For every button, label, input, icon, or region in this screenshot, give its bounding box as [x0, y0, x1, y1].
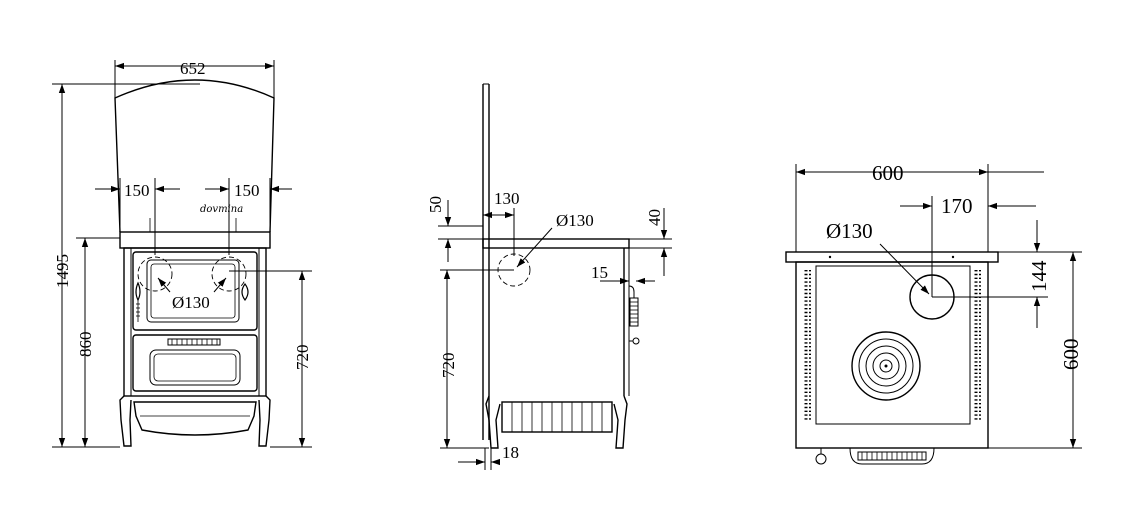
- front-left-leg: [119, 395, 132, 447]
- oven-door: [132, 334, 258, 392]
- dim-height-total: 1495: [53, 254, 72, 288]
- dim-side-flue-height: 720: [439, 353, 458, 379]
- dim-side-handle: 15: [591, 263, 608, 282]
- front-body: [123, 247, 267, 397]
- dim-top-flue-x: 170: [941, 194, 973, 218]
- ash-drawer: [133, 401, 257, 436]
- dim-side-thickness: 40: [645, 209, 664, 226]
- front-flue-right: [211, 256, 247, 292]
- top-drawer-handle-icon: [849, 447, 935, 465]
- top-knob-icon: [815, 448, 827, 465]
- dim-top-depth: 600: [1059, 339, 1083, 371]
- top-view: Ø130 600 170 144 600: [785, 161, 1083, 465]
- right-door-knob-icon: [241, 282, 249, 302]
- top-plate: [795, 261, 989, 449]
- dim-height-top: 860: [76, 332, 95, 358]
- dim-side-foot: 18: [502, 443, 519, 462]
- dim-side-back: 130: [494, 189, 520, 208]
- top-back-rail: [785, 251, 999, 263]
- dim-width: 652: [180, 59, 206, 78]
- front-view: dovmina Ø130: [52, 59, 312, 448]
- front-right-leg: [258, 395, 271, 447]
- side-ash-drawer: [501, 401, 613, 433]
- dim-offset-left: 150: [124, 181, 150, 200]
- front-flue-left: [137, 256, 173, 292]
- top-flue-diameter-label: Ø130: [826, 219, 873, 243]
- hotplate-rings-icon: [851, 331, 921, 401]
- side-top-plate: [482, 238, 630, 249]
- dim-top-flue-y: 144: [1027, 260, 1051, 292]
- front-top-plate: [119, 231, 271, 249]
- side-view: Ø130: [426, 83, 672, 470]
- side-front-leg: [613, 395, 628, 449]
- dim-side-top: 50: [426, 196, 445, 213]
- oven-window: [149, 349, 241, 386]
- oven-handle-icon: [167, 338, 221, 346]
- fire-door: [132, 251, 258, 331]
- left-door-handle-icon: [135, 281, 141, 322]
- dim-top-width: 600: [872, 161, 904, 185]
- side-back-leg: [485, 395, 501, 449]
- dim-height-flue: 720: [293, 345, 312, 371]
- front-flue-diameter-label: Ø130: [172, 293, 210, 312]
- front-backsplash: [114, 79, 275, 233]
- side-handle-icon: [628, 285, 640, 345]
- dim-offset-right: 150: [234, 181, 260, 200]
- side-flue-diameter-label: Ø130: [556, 211, 594, 230]
- brand-logo: dovmina: [200, 204, 243, 215]
- top-cooking-surface: [815, 265, 971, 425]
- fire-door-glass: [146, 259, 240, 323]
